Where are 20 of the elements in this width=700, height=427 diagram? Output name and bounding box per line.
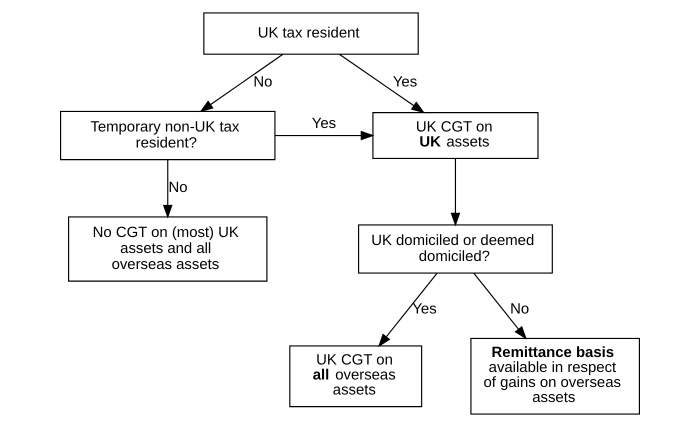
- edge-label: No: [168, 180, 188, 196]
- arrow: [200, 54, 284, 112]
- edge-label: Yes: [412, 302, 437, 318]
- arrow: [378, 273, 438, 348]
- edge-label: No: [510, 302, 530, 318]
- node-box: UK domiciled or deemed domiciled?: [358, 224, 553, 274]
- edge-label: Yes: [392, 74, 418, 91]
- edge-label: Yes: [312, 116, 336, 132]
- arrow: [162, 160, 173, 219]
- arrow: [339, 54, 425, 114]
- node-box: UK CGT on all overseas assets: [289, 345, 422, 408]
- arrow: [474, 273, 527, 340]
- edge-label: No: [253, 74, 272, 91]
- arrow: [450, 158, 460, 227]
- node-box: No CGT on (most) UK assets and all overseas assets: [68, 216, 268, 282]
- node-box: Remittance basis available in respect of gains on overseas assets: [470, 338, 640, 415]
- node-box: UK tax resident: [203, 12, 419, 55]
- node-box: UK CGT on UK assets: [372, 112, 539, 160]
- node-box: Temporary non-UK tax resident?: [60, 110, 276, 160]
- arrow: [275, 130, 374, 140]
